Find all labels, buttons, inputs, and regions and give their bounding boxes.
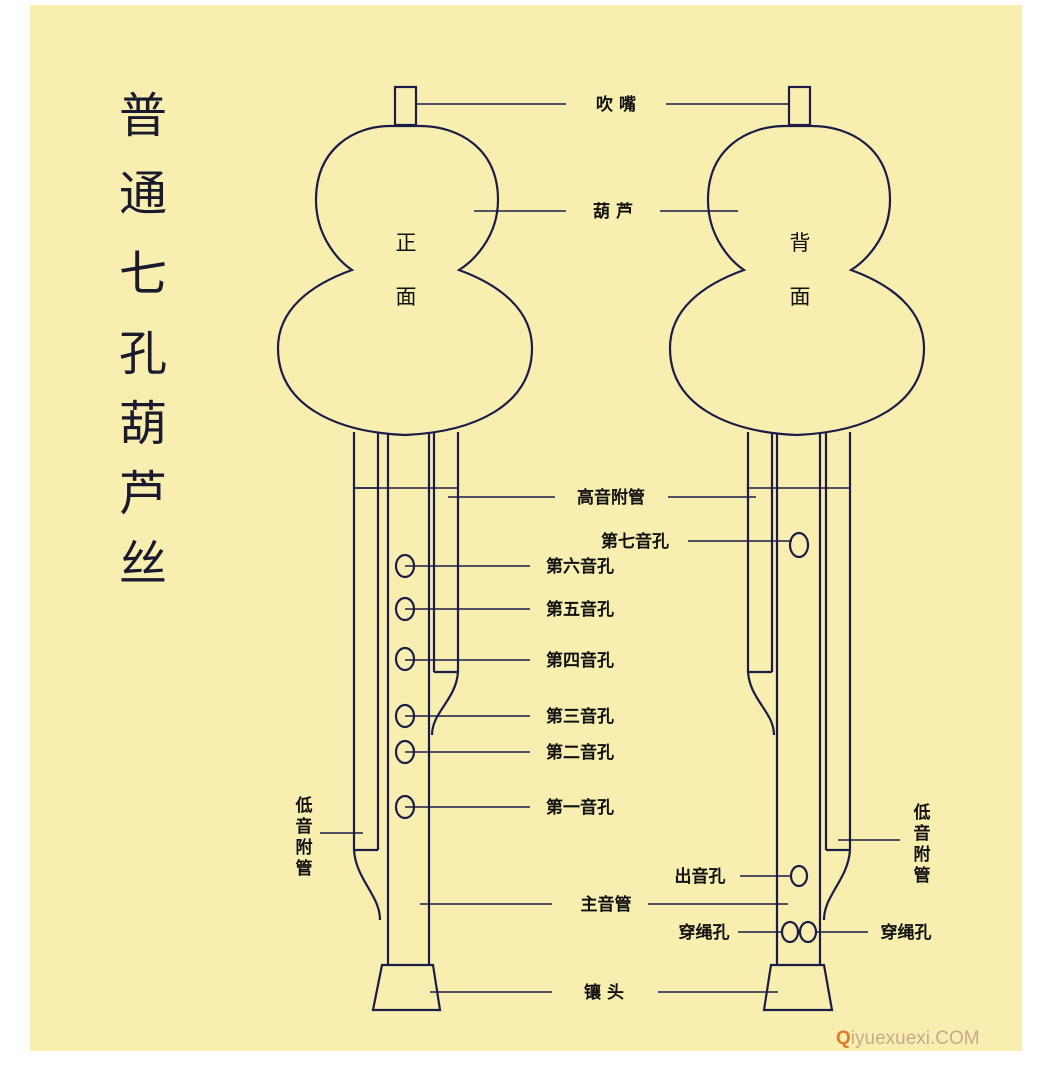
label-sound-hole: 出音孔 [675,866,726,887]
watermark-q: Q [836,1028,851,1049]
label-low-pipe-left-4: 管 [296,858,313,879]
label-gourd: 葫 芦 [593,201,633,222]
front-high-pipe-end [430,670,460,736]
label-hole6: 第六音孔 [546,556,614,577]
front-gourd [276,124,534,437]
diagram-background [30,5,1022,1051]
front-view [276,85,534,1012]
label-rope-hole-right: 穿绳孔 [881,922,932,943]
label-rope-hole-left: 穿绳孔 [679,922,730,943]
label-hole3: 第三音孔 [546,706,614,727]
title-char: 通 [118,166,167,222]
back-mouthpiece [787,85,812,127]
front-hole-4 [394,646,416,672]
label-hole7: 第七音孔 [601,531,669,552]
back-ferrule [762,963,834,1012]
title-char: 芦 [118,466,167,522]
label-ferrule: 镶 头 [584,982,624,1003]
front-mouthpiece [393,85,418,127]
label-main-pipe: 主音管 [581,894,632,915]
title-char: 普 [118,88,167,144]
rope-hole-left [780,920,800,944]
label-low-pipe-left-3: 附 [296,837,313,858]
title-char: 孔 [118,326,167,382]
label-hole1: 第一音孔 [546,797,614,818]
front-ferrule [371,963,442,1012]
label-low-pipe-right-4: 管 [914,865,931,886]
back-hole-7 [788,531,810,559]
title-char: 七 [118,246,167,302]
back-low-pipe-end [822,848,852,921]
label-mouthpiece: 吹 嘴 [596,94,636,115]
front-face-label-2: 面 [396,285,417,309]
label-hole5: 第五音孔 [546,599,614,620]
front-face-label-1: 正 [396,231,417,255]
leader-lines [320,103,900,993]
label-low-pipe-right-1: 低 [913,802,931,823]
front-low-pipe-end [352,848,382,921]
label-low-pipe-right-2: 音 [914,823,931,844]
back-high-pipe-end [746,670,776,736]
label-low-pipe-left-2: 音 [296,816,313,837]
back-view [668,85,926,1012]
title-char: 丝 [118,536,167,592]
title-char: 葫 [118,396,167,452]
watermark: Qiyuexuexi.COM [836,1028,980,1049]
label-low-pipe-left-1: 低 [295,795,313,816]
label-high-pipe: 高音附管 [577,487,645,508]
label-hole2: 第二音孔 [546,742,614,763]
watermark-text: iyuexuexi.COM [851,1028,980,1049]
back-sound-hole [789,864,809,888]
label-hole4: 第四音孔 [546,650,614,671]
back-gourd [668,124,926,437]
back-face-label-2: 面 [790,285,811,309]
back-face-label-1: 背 [790,231,811,255]
rope-hole-right [798,920,818,944]
label-low-pipe-right-3: 附 [914,844,931,865]
